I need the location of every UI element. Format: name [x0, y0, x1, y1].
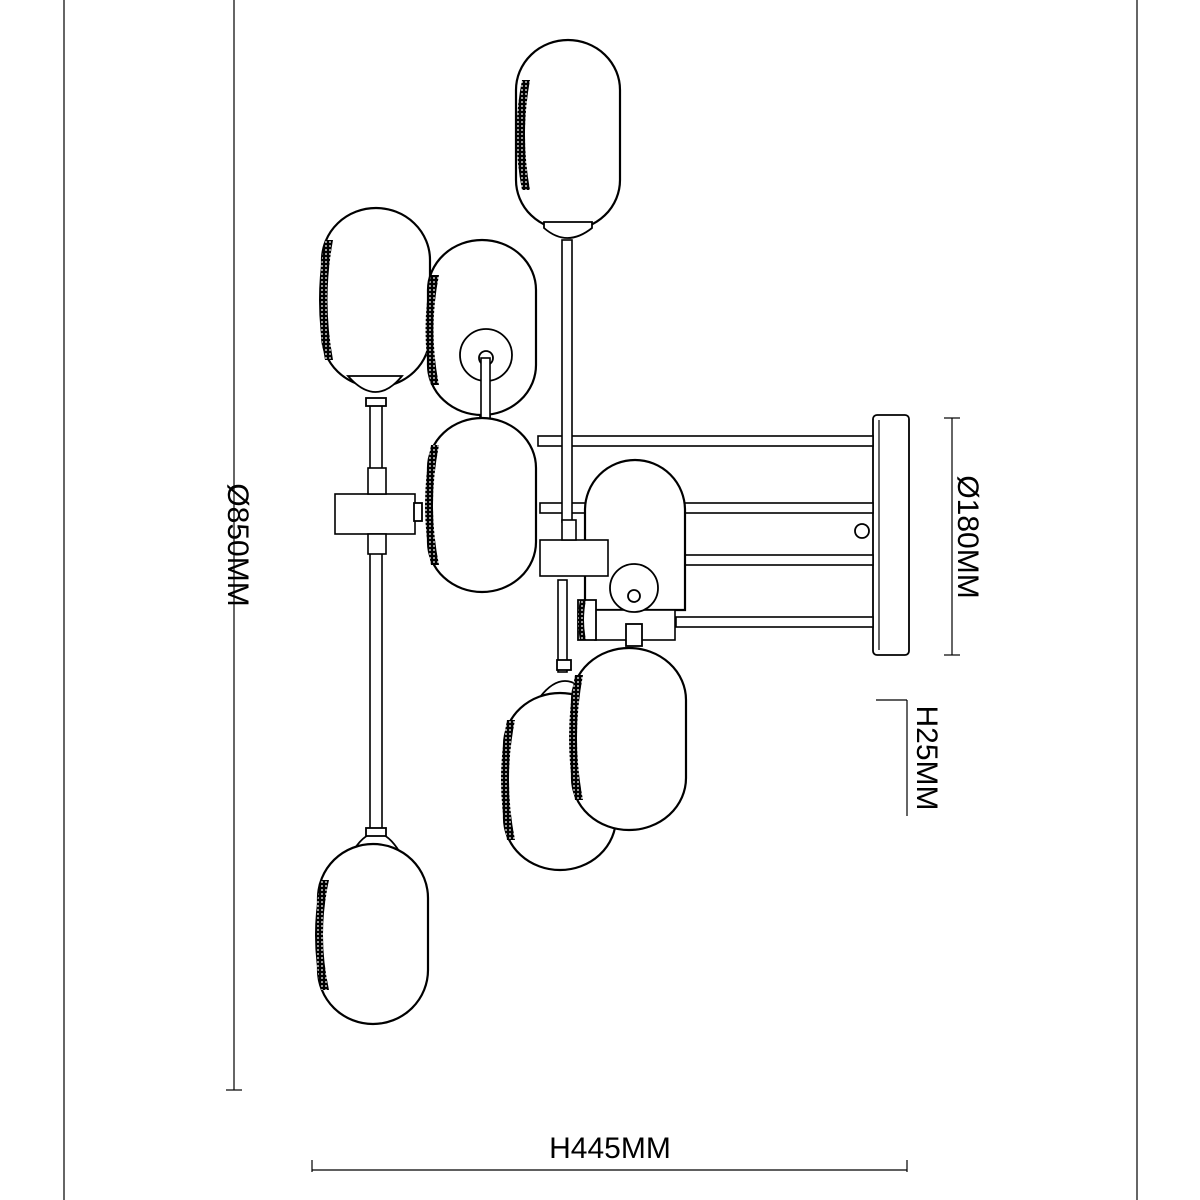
globe-center	[425, 416, 538, 594]
dimension-label-height-25: H25MM	[910, 705, 943, 810]
down-rod	[539, 502, 874, 514]
down-rod	[537, 435, 874, 447]
canopy-screw	[854, 523, 870, 539]
ceiling-canopy	[872, 414, 910, 656]
arm	[539, 539, 609, 577]
globe-middle-upper	[425, 238, 538, 417]
fitting-collar	[556, 659, 572, 671]
arm	[334, 493, 416, 535]
globe-lower-right	[569, 646, 688, 832]
down-rod	[675, 616, 874, 628]
fitting-collar	[365, 827, 387, 837]
dimension-label-diameter-180: Ø180MM	[951, 475, 984, 598]
arm	[367, 533, 387, 555]
globe-lower-back	[577, 599, 597, 641]
globe-upper-left	[319, 206, 432, 393]
fitting-cap	[625, 623, 643, 647]
stem	[561, 239, 573, 523]
arm	[561, 519, 577, 541]
stem	[480, 357, 491, 421]
fitting-cup	[609, 563, 659, 613]
globe-bottom-left	[315, 832, 430, 1026]
dimension-label-diameter-850: Ø850MM	[221, 483, 254, 606]
arm	[367, 467, 387, 495]
fitting-cup-inner	[627, 589, 641, 603]
fitting-collar	[365, 397, 387, 407]
down-rods	[537, 435, 874, 628]
globe-top	[514, 38, 622, 239]
globe-back	[583, 458, 687, 612]
light-fixture	[315, 38, 910, 1026]
fitting-knob	[413, 502, 423, 522]
stem	[557, 579, 568, 673]
dimension-label-height-445: H445MM	[549, 1132, 671, 1165]
